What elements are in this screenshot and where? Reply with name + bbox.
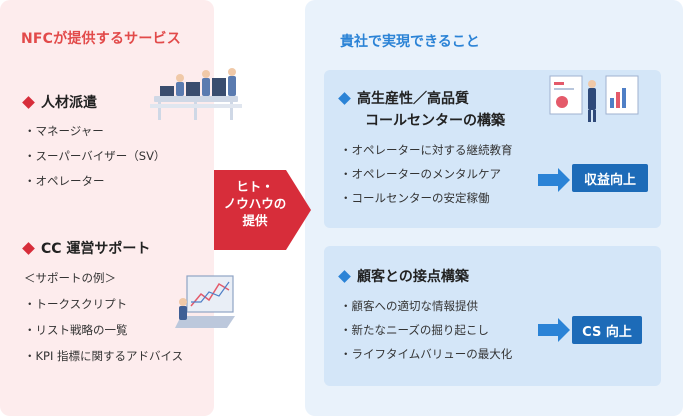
list-item: ・ライフタイムバリューの最大化 [340,347,513,361]
section-staffing-heading: 人材派遣 [22,92,97,112]
left-title: NFCが提供するサービス [21,31,181,47]
list-item: ・スーパーバイザー（SV） [24,149,166,163]
box2-heading: 顧客との接点構築 [338,266,469,286]
diamond-bullet-icon [338,269,351,283]
list-item: ・KPI 指標に関するアドバイス [24,349,184,363]
list-item: ・オペレーター [24,174,105,188]
list-item: ・新たなニーズの掘り起こし [340,323,489,337]
diamond-bullet-icon [338,91,351,105]
list-item: ・マネージャー [24,124,104,138]
box1-heading: 高生産性／高品質 [338,88,469,108]
right-title: 貴社で実現できること [340,34,480,50]
list-item: ・コールセンターの安定稼働 [340,191,490,205]
list-item: ・顧客への適切な情報提供 [340,299,478,313]
section-cc-support-heading: CC 運営サポート [22,238,150,258]
box1-heading-line2: コールセンターの構築 [365,113,505,129]
list-item: ・オペレーターに対する継続教育 [340,143,513,157]
result-arrow-icon [538,168,570,192]
provided-services-panel [0,0,214,416]
arrow-label: ヒト・ ノウハウの 提供 [223,179,287,228]
laptop-chart-icon [175,275,235,328]
business-meeting-charts-icon [549,75,639,122]
list-item: ・オペレーターのメンタルケア [340,167,501,181]
knowhow-transfer-arrow [214,170,311,250]
productivity-quality-box [324,70,661,228]
cs-badge: CS 向上 [572,316,642,344]
call-center-operators-icon [150,68,242,120]
list-item: ・トークスクリプト [24,297,128,311]
diamond-bullet-icon [22,241,35,255]
revenue-badge: 収益向上 [572,164,648,192]
support-examples-label: ＜サポートの例＞ [24,271,116,285]
diamond-bullet-icon [22,95,35,109]
list-item: ・リスト戦略の一覧 [24,323,128,337]
result-arrow-icon [538,318,570,342]
